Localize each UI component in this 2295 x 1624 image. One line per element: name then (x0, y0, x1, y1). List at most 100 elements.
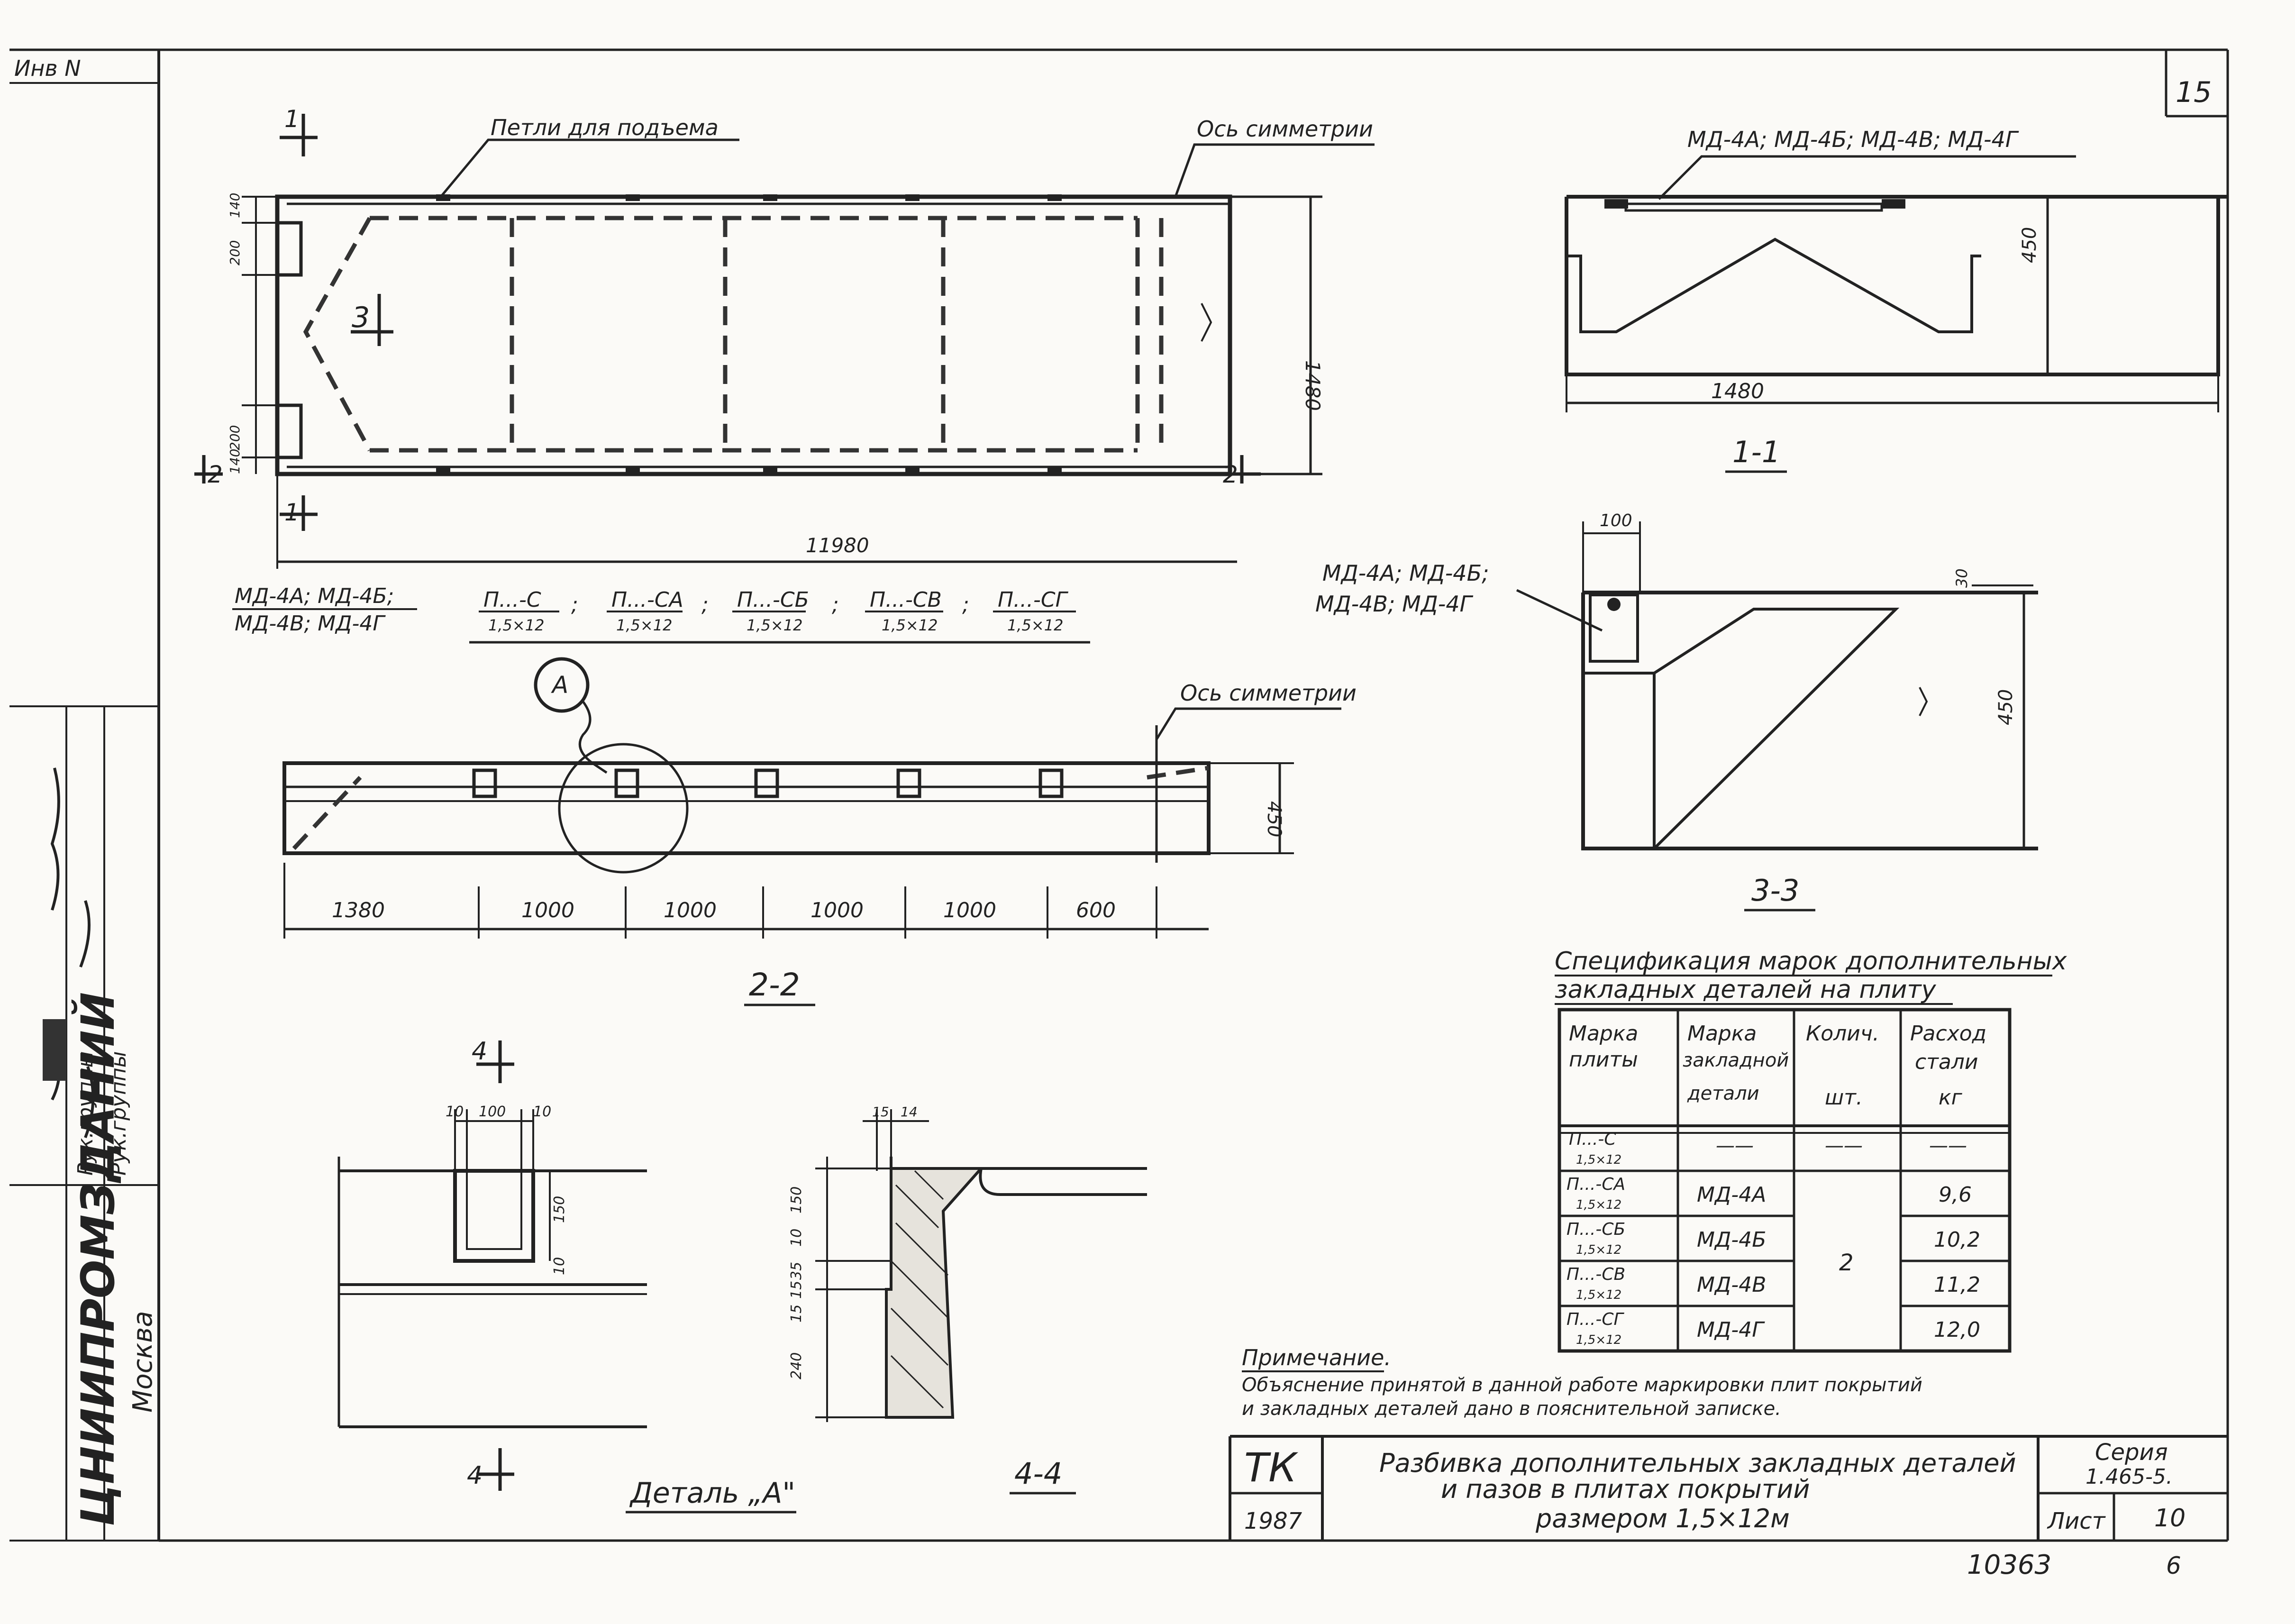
spec-row5-steel: 12,0 (1934, 1318, 1980, 1342)
section-3-3-height: 450 (1995, 689, 2017, 725)
plate-marks-row (469, 611, 1090, 644)
marks-left-line2: МД-4В; МД-4Г (235, 611, 386, 636)
spec-header-plate-1: Марка (1569, 1022, 1638, 1046)
section-4-4-dim-left-2: 10 (788, 1229, 805, 1247)
series-label: Серия (2095, 1439, 2168, 1466)
detail-callout-label: А (551, 671, 568, 699)
section-3-3-marks-line1: МД-4А; МД-4Б; (1322, 560, 1489, 586)
section-4-4-title: 4-4 (1014, 1456, 1062, 1491)
spec-row1-qty: —— (1825, 1135, 1863, 1157)
spec-title-line1: Спецификация марок дополнительных (1555, 947, 2067, 976)
title-block-line3: размером 1,5×12м (1535, 1504, 1790, 1533)
title-block-line2: и пазов в плитах покрытий (1441, 1474, 1810, 1504)
org-name: ЦНИИПРОМЗДАНИЙ (71, 992, 125, 1526)
spec-row4-steel: 11,2 (1934, 1273, 1980, 1297)
spec-header-qty-1: Колич. (1806, 1022, 1879, 1046)
section-3-3-top-dim: 100 (1600, 511, 1632, 530)
plate-mark-5-top: П...-СГ (998, 588, 1069, 612)
title-block-code: ТК (1244, 1444, 1298, 1491)
spec-row1-plate-bottom: 1,5×12 (1576, 1153, 1621, 1167)
plate-mark-4-top: П...-СВ (870, 588, 942, 612)
note-heading: Примечание. (1242, 1345, 1391, 1370)
plate-mark-3-bottom: 1,5×12 (747, 616, 802, 634)
spec-row4-part: МД-4В (1697, 1273, 1766, 1297)
title-block-year: 1987 (1244, 1508, 1302, 1534)
spec-header-steel-2: стали (1915, 1050, 1978, 1074)
spec-row3-steel: 10,2 (1934, 1228, 1980, 1252)
plate-mark-sep-2: ; (701, 593, 709, 617)
spec-row2-plate-bottom: 1,5×12 (1576, 1198, 1621, 1212)
detail-callout-circle (534, 657, 590, 713)
detail-a-marker-top: 4 (472, 1037, 487, 1066)
spec-row3-part: МД-4Б (1697, 1228, 1766, 1252)
sheet-frame (9, 48, 2229, 1542)
section-3-3-title: 3-3 (1751, 873, 1799, 908)
section-1-1-title: 1-1 (1732, 435, 1780, 469)
section-2-2-dim-6: 600 (1076, 898, 1116, 922)
sheet-value: 10 (2154, 1504, 2186, 1533)
section-3-3-marks-line2: МД-4В; МД-4Г (1315, 591, 1474, 617)
section-2-2-title: 2-2 (749, 967, 800, 1003)
archive-suffix: 6 (2166, 1552, 2181, 1579)
section-1-1-marks: МД-4А; МД-4Б; МД-4В; МД-4Г (1687, 127, 2019, 152)
section-1-1-width: 1480 (1711, 379, 1764, 403)
section-2-2 (282, 707, 1341, 939)
spec-qty-merged: 2 (1839, 1250, 1854, 1276)
series-value: 1.465-5. (2086, 1465, 2173, 1489)
section-4-4 (815, 1109, 1147, 1422)
note-line2: и закладных деталей дано в пояснительной… (1242, 1398, 1781, 1420)
role-label-1: Рук.группы (73, 1051, 98, 1176)
section-3-3-small-dim: 30 (1953, 568, 1971, 588)
section-2-2-dim-5: 1000 (943, 898, 996, 922)
plan-width-dim: 1480 (1301, 360, 1324, 411)
spec-row1-plate-top: П...-С (1569, 1130, 1616, 1149)
spec-row1-part: —— (1716, 1135, 1754, 1157)
spec-row4-plate-bottom: 1,5×12 (1576, 1288, 1621, 1302)
plate-mark-1-top: П...-С (483, 588, 541, 612)
spec-header-steel-1: Расход (1910, 1022, 1986, 1046)
city-name: Москва (128, 1311, 158, 1413)
detail-a-dim-top-2: 100 (479, 1104, 506, 1120)
marks-left-line1: МД-4А; МД-4Б; (235, 584, 394, 608)
plate-mark-3-top: П...-СБ (737, 588, 809, 612)
section-1-1 (1565, 155, 2228, 412)
section-4-4-dim-top-1: 15 (872, 1104, 889, 1120)
plan-marker-1-bottom: 1 (284, 499, 300, 526)
lifting-loops-label: Петли для подъема (491, 115, 719, 140)
detail-a-dim-150: 150 (551, 1196, 568, 1223)
spec-row3-plate-top: П...-СБ (1566, 1220, 1625, 1239)
section-2-2-height: 450 (1263, 801, 1285, 837)
inv-label: Инв N (14, 55, 81, 81)
plate-mark-sep-3: ; (832, 593, 839, 617)
plan-view (194, 114, 1375, 569)
plan-dim-left-2: 200 (227, 240, 243, 265)
plate-mark-1-bottom: 1,5×12 (488, 616, 544, 634)
plan-dim-left-1: 140 (227, 193, 243, 218)
spec-table (1557, 1008, 2012, 1353)
spec-header-part-1: Марка (1687, 1022, 1757, 1046)
symmetry-axis-label-2-2: Ось симметрии (1180, 680, 1357, 706)
spec-row4-plate-top: П...-СВ (1566, 1265, 1625, 1284)
section-2-2-dim-3: 1000 (664, 898, 717, 922)
spec-row5-plate-top: П...-СГ (1566, 1310, 1625, 1329)
section-4-4-dim-left-6: 240 (788, 1352, 805, 1379)
spec-row5-part: МД-4Г (1697, 1318, 1765, 1342)
plate-mark-2-top: П...-СА (611, 588, 683, 612)
plate-mark-sep-1: ; (571, 593, 578, 617)
section-2-2-dim-4: 1000 (811, 898, 864, 922)
section-4-4-dim-left-4: 15 (788, 1281, 805, 1299)
plan-length-dim: 11980 (806, 534, 869, 557)
plan-dim-left-3: 200 (227, 425, 243, 450)
section-1-1-height: 450 (2019, 227, 2040, 263)
detail-a-marker-bottom: 4 (467, 1461, 483, 1490)
title-block-line1: Разбивка дополнительных закладных детале… (1379, 1448, 2016, 1478)
spec-title-line2: закладных деталей на плиту (1555, 976, 1937, 1004)
title-block (1229, 1435, 2228, 1541)
spec-row2-part: МД-4А (1697, 1183, 1766, 1207)
plate-mark-5-bottom: 1,5×12 (1007, 616, 1063, 634)
section-4-4-dim-top-2: 14 (901, 1104, 918, 1120)
detail-a (337, 1040, 647, 1491)
plan-marker-3: 3 (352, 301, 370, 334)
sheet-label: Лист (2047, 1508, 2106, 1534)
section-3-3 (1516, 521, 2038, 850)
